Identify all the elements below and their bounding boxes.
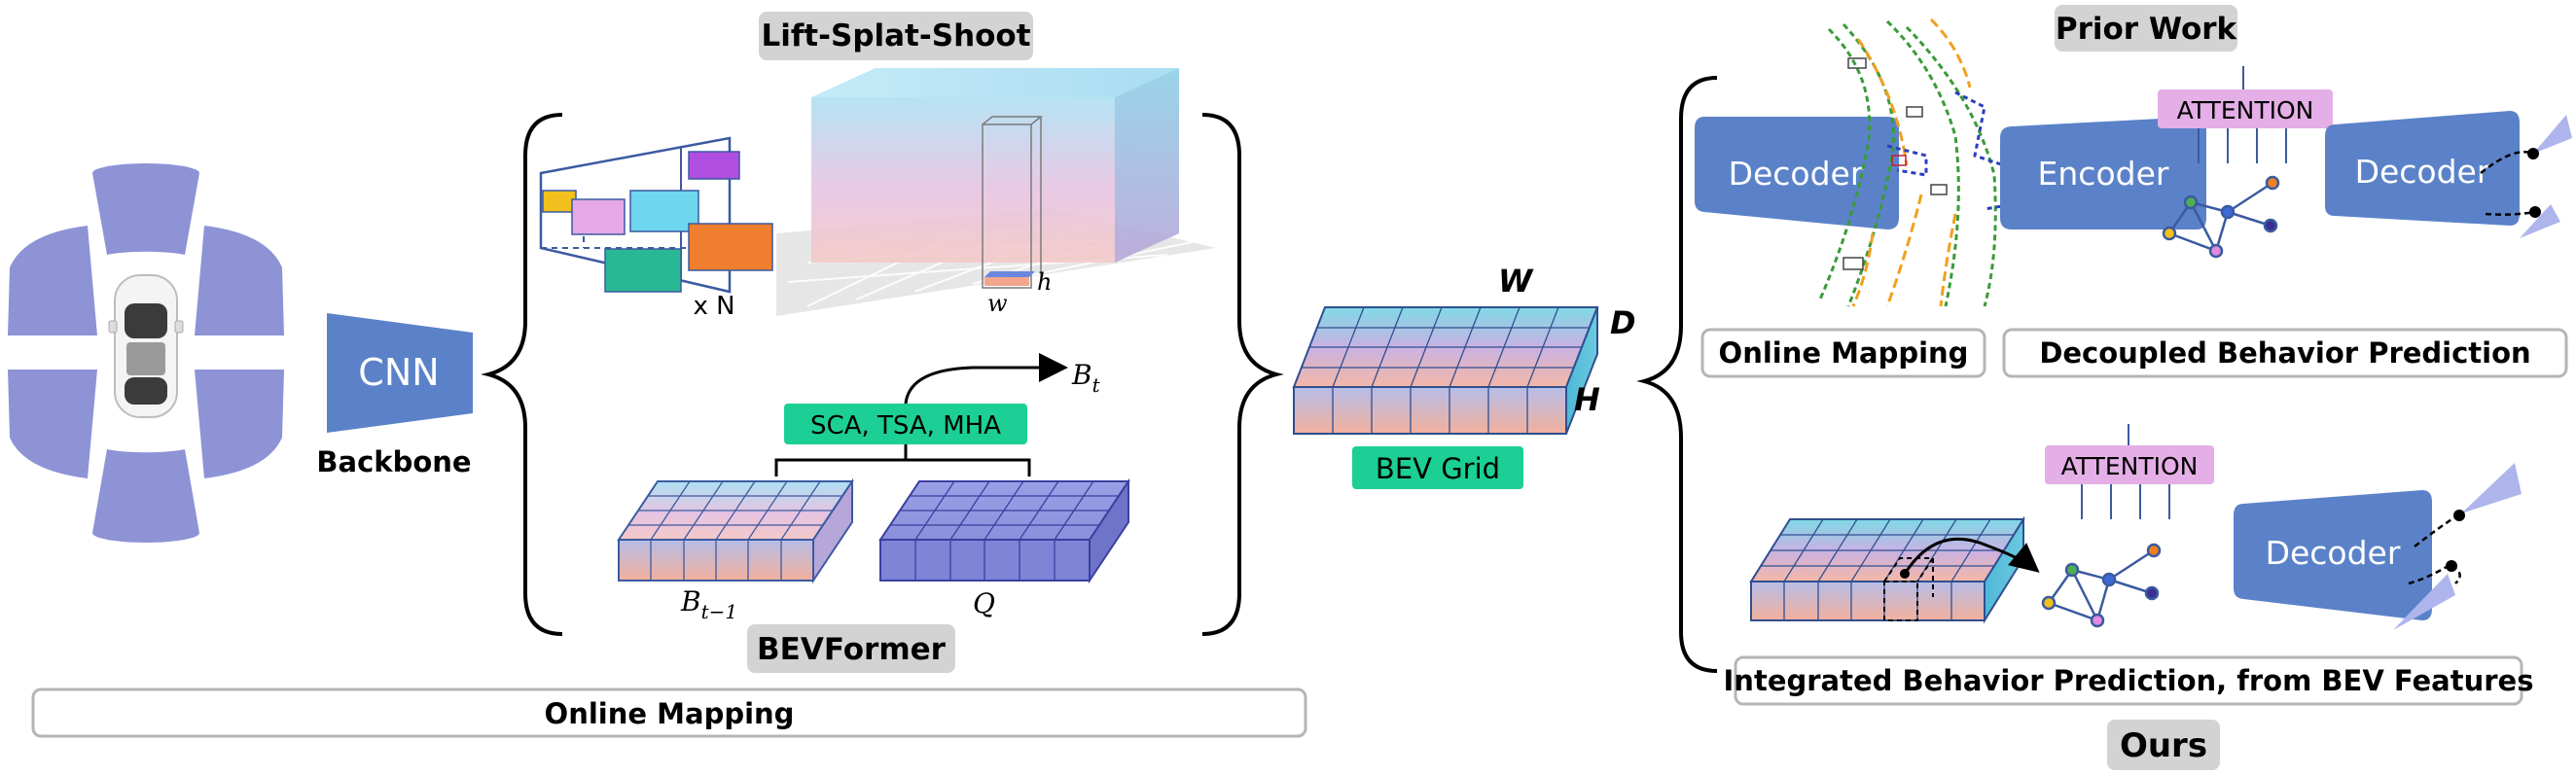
bt-arrow xyxy=(904,353,1068,405)
camera-frustum xyxy=(539,136,773,294)
prior-encoder-block: Encoder xyxy=(2000,117,2206,229)
bevformer-title-box xyxy=(747,624,955,673)
ours-decoder-block: Decoder xyxy=(2234,490,2432,620)
ours-integrated-label: Integrated Behavior Prediction, from BEV… xyxy=(1724,664,2534,697)
cnn-label: CNN xyxy=(358,351,439,394)
prior-decoder-label: Decoder xyxy=(1729,155,1864,193)
backbone-label: Backbone xyxy=(316,445,471,478)
bt-minus-1-label: Bt−1 xyxy=(680,585,737,623)
prior-graph-icon xyxy=(2162,175,2280,259)
bevformer-ops-label: SCA, TSA, MHA xyxy=(810,411,1001,441)
right-brace xyxy=(1636,76,1718,673)
prior-trajectory-icon xyxy=(2480,115,2572,238)
bev-grid-block xyxy=(1292,306,1599,435)
frustum-box-cyan xyxy=(629,190,699,232)
camera-wedge-back xyxy=(92,449,199,543)
middle-right-brace xyxy=(1201,113,1284,636)
prior-decoder2-label: Decoder xyxy=(2355,153,2490,191)
bev-w-label: W xyxy=(1498,263,1534,300)
lss-volume xyxy=(776,68,1216,316)
prior-encoder-label: Encoder xyxy=(2038,155,2169,193)
camera-wedge-back-left xyxy=(8,370,97,478)
camera-wedge-back-right xyxy=(195,370,284,478)
prior-decoupled-box xyxy=(2002,328,2568,378)
prior-decoupled-label: Decoupled Behavior Prediction xyxy=(2039,336,2530,370)
lss-h-label: h xyxy=(1037,268,1052,296)
frustum-box-teal xyxy=(604,248,682,293)
prior-decoder2-block: Decoder xyxy=(2325,111,2520,226)
prior-attention-label: ATTENTION xyxy=(2177,96,2314,124)
frustum-box-pink xyxy=(571,198,626,235)
bt-label: Bt xyxy=(1071,359,1101,397)
ours-bev-slab xyxy=(1749,515,2025,624)
ours-title: Ours xyxy=(2120,726,2207,765)
lss-w-label: w xyxy=(987,290,1008,317)
camera-wedge-front-right xyxy=(195,226,284,335)
bevformer-bracket xyxy=(774,444,1031,476)
bevformer-title: BEVFormer xyxy=(757,632,947,667)
map-drawing xyxy=(1817,18,2016,307)
prior-work-title-box xyxy=(2055,5,2237,52)
bevformer-ops-box xyxy=(784,404,1027,444)
frustum-box-orange xyxy=(688,223,773,271)
prior-online-mapping-box xyxy=(1700,328,1986,378)
prior-work-title: Prior Work xyxy=(2056,12,2238,47)
ours-integrated-box xyxy=(1734,655,2523,706)
bev-grid-label: BEV Grid xyxy=(1376,452,1500,485)
prior-online-mapping-label: Online Mapping xyxy=(1719,336,1969,370)
online-mapping-banner-label: Online Mapping xyxy=(545,697,795,730)
bev-grid-label-box xyxy=(1352,446,1523,489)
car-icon xyxy=(108,274,184,418)
frustum-box-purple xyxy=(688,151,740,180)
camera-wedge-front-left xyxy=(8,226,97,335)
ours-title-box xyxy=(2107,720,2220,770)
prior-decoder-block: Decoder xyxy=(1695,117,1899,229)
times-n-label: x N xyxy=(693,292,734,321)
q-label: Q xyxy=(973,587,995,619)
bev-h-label: H xyxy=(1574,381,1600,418)
lss-title-box xyxy=(759,12,1033,60)
cnn-block: CNN xyxy=(327,313,473,433)
q-slab xyxy=(878,477,1130,584)
ours-decoder-label: Decoder xyxy=(2266,534,2401,572)
ours-attention-box xyxy=(2045,445,2214,484)
camera-rig xyxy=(8,163,284,543)
prior-attention-box xyxy=(2158,89,2333,128)
ours-feature-arrow xyxy=(1903,537,2040,575)
frustum-box-yellow xyxy=(542,190,577,213)
bev-d-label: D xyxy=(1610,304,1636,341)
ours-graph-icon xyxy=(2041,543,2162,628)
lss-title: Lift-Splat-Shoot xyxy=(761,18,1030,53)
ours-attention-label: ATTENTION xyxy=(2061,452,2199,480)
online-mapping-banner xyxy=(31,688,1307,738)
ours-trajectory-icon xyxy=(2393,463,2522,630)
camera-wedge-front xyxy=(92,163,199,255)
left-brace xyxy=(481,113,563,636)
bt-minus-1-slab xyxy=(617,477,854,584)
